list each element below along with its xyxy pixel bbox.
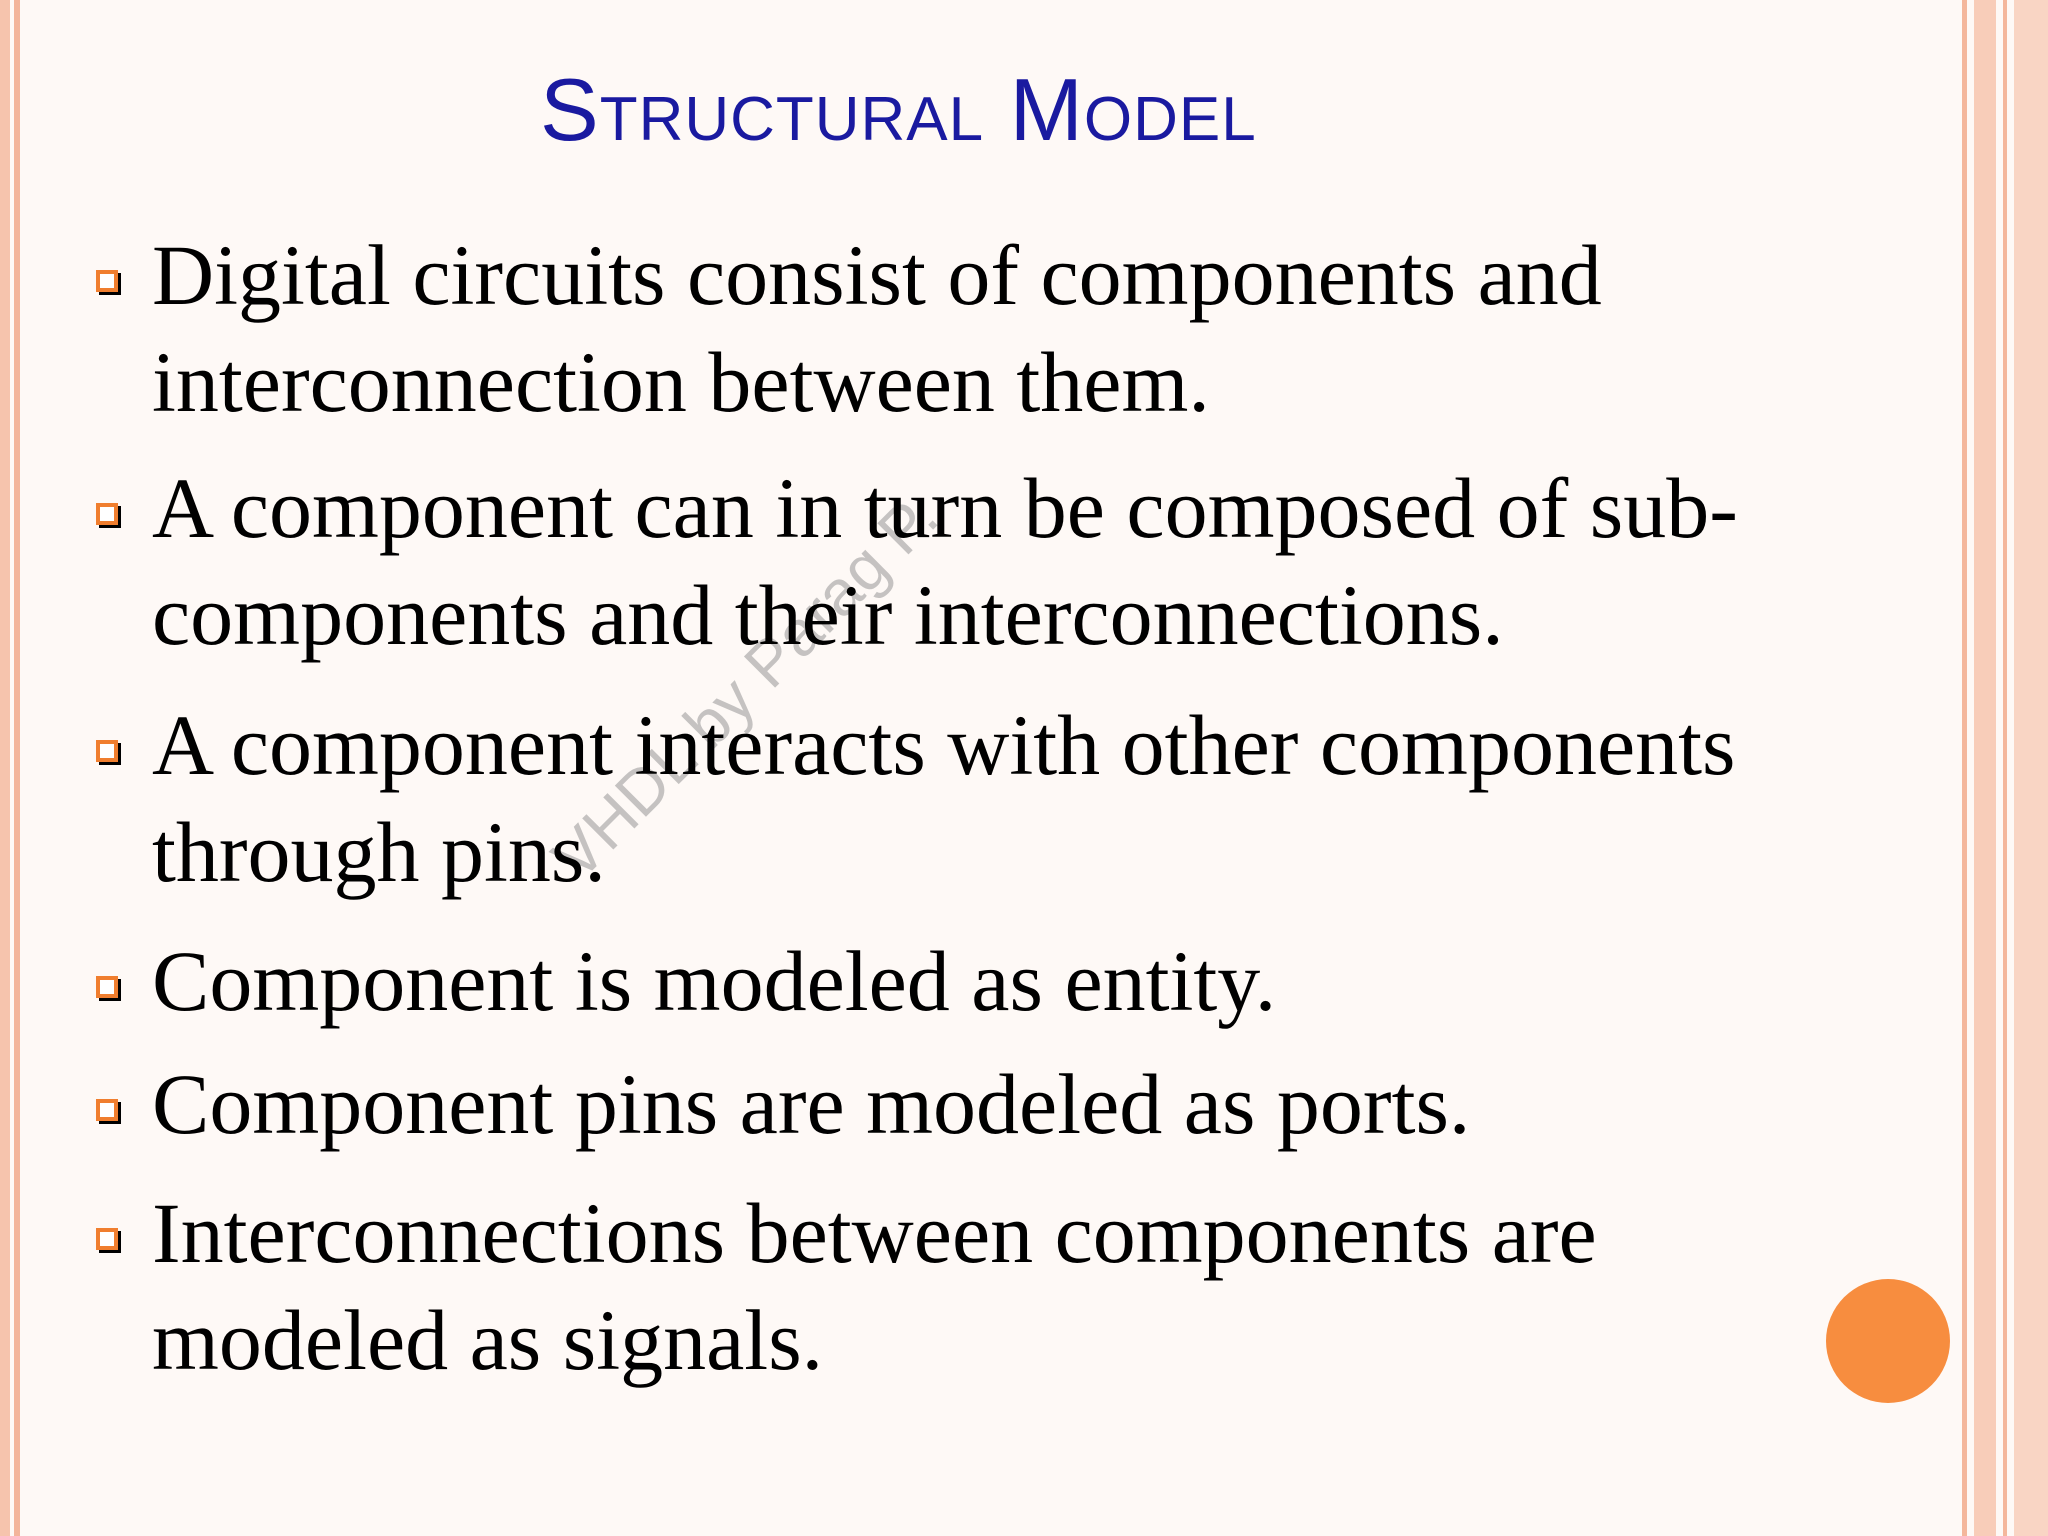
right-border-stripe [1962,0,1967,1536]
left-border-stripe-inner [14,0,20,1536]
accent-circle-icon [1826,1279,1950,1403]
right-border-wide [2014,0,2048,1536]
square-bullet-icon [96,270,118,292]
square-bullet-icon [96,1099,118,1121]
right-border-stripe-2 [2003,0,2007,1536]
slide-title: Structural Model [540,60,1257,159]
square-bullet-icon [96,503,118,525]
right-border-band [1974,0,1996,1536]
bullet-text: Interconnections between components are … [152,1185,1597,1388]
bullet-text: Component is modeled as entity. [152,933,1277,1029]
square-bullet-icon [96,1228,118,1250]
square-bullet-icon [96,976,118,998]
bullet-text: A component interacts with other compone… [152,697,1736,900]
bullet-text: A component can in turn be composed of s… [152,460,1738,663]
bullet-text: Component pins are modeled as ports. [152,1056,1471,1152]
square-bullet-icon [96,740,118,762]
left-border-stripe [0,0,10,1536]
bullet-text: Digital circuits consist of components a… [152,227,1602,430]
